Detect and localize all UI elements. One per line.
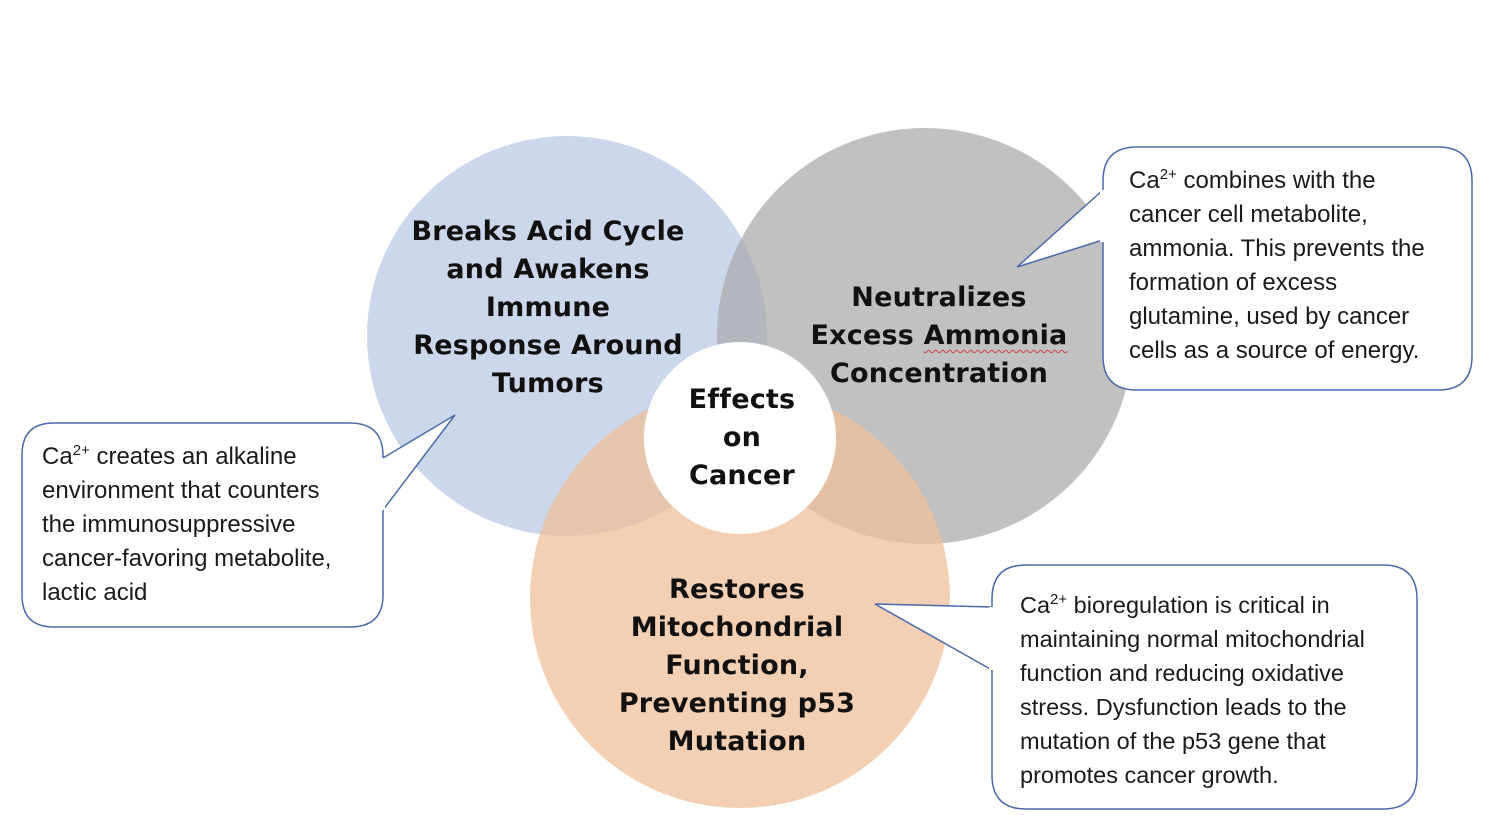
label-line: Mutation	[667, 726, 807, 757]
label-line: Effects	[688, 384, 796, 415]
label-line: Immune	[485, 292, 611, 323]
circle-acid-label: Breaks Acid Cycle and Awakens Immune Res…	[398, 213, 698, 403]
callout-line-text: bioregulation is critical in	[1067, 592, 1330, 618]
label-line: Cancer	[688, 460, 796, 491]
ion-symbol: Ca	[1020, 592, 1051, 618]
callout-line: function and reducing oxidative	[1020, 660, 1344, 686]
circle-ammonia-label: Neutralizes Excess Ammonia Concentration	[789, 279, 1089, 393]
callout-ammonia-pointer	[1016, 189, 1104, 268]
ion-charge: 2+	[1159, 166, 1177, 183]
center-label: Effects on Cancer	[660, 381, 824, 495]
callout-line: environment that counters	[42, 477, 320, 504]
callout-line-text: combines with the	[1176, 167, 1376, 194]
callout-acid-pointer	[382, 414, 456, 511]
callout-acid-box	[21, 422, 384, 628]
label-line: Response Around	[413, 330, 683, 361]
label-line: Concentration	[829, 358, 1049, 389]
label-line: and Awakens	[446, 254, 650, 285]
callout-line: cancer-favoring metabolite,	[42, 545, 332, 572]
callout-line-text: creates an alkaline	[89, 443, 297, 470]
callout-line: stress. Dysfunction leads to the	[1020, 694, 1347, 720]
label-line: Breaks Acid Cycle	[411, 216, 685, 247]
label-line: Restores	[669, 574, 805, 605]
callout-line: ammonia. This prevents the	[1129, 235, 1425, 262]
spellcheck-word: Ammonia	[923, 320, 1068, 351]
callout-acid-text: Ca2+ creates an alkaline environment tha…	[42, 440, 382, 610]
label-line: Function,	[665, 650, 809, 681]
ion-charge: 2+	[1050, 591, 1068, 608]
callout-ammonia-box	[1102, 146, 1473, 391]
callout-mito-box	[991, 564, 1418, 810]
label-line: Tumors	[492, 368, 604, 399]
callout-line: formation of excess	[1129, 269, 1338, 296]
circle-mito-label: Restores Mitochondrial Function, Prevent…	[587, 571, 887, 761]
callout-ammonia-text: Ca2+ combines with the cancer cell metab…	[1129, 164, 1469, 368]
callout-mito-text: Ca2+ bioregulation is critical in mainta…	[1020, 588, 1415, 792]
label-ammonia-line: Excess Ammonia	[810, 320, 1068, 351]
callout-line: cells as a source of energy.	[1129, 337, 1420, 364]
callout-mito-pointer	[874, 603, 993, 671]
circle-mitochondrial	[530, 388, 950, 808]
callout-line: maintaining normal mitochondrial	[1020, 626, 1365, 652]
label-line: on	[722, 422, 762, 453]
callout-line: promotes cancer growth.	[1020, 762, 1279, 788]
ion-symbol: Ca	[1129, 167, 1160, 194]
label-line: Preventing p53	[618, 688, 856, 719]
center-circle	[644, 342, 836, 534]
callout-line: lactic acid	[42, 579, 148, 606]
label-line: Neutralizes	[851, 282, 1027, 313]
label-line: Mitochondrial	[630, 612, 844, 643]
callout-line: mutation of the p53 gene that	[1020, 728, 1326, 754]
callout-line: Ca2+ bioregulation is critical in	[1020, 588, 1415, 622]
ion-symbol: Ca	[42, 443, 73, 470]
callout-line: glutamine, used by cancer	[1129, 303, 1410, 330]
callout-line: Ca2+ creates an alkaline	[42, 440, 382, 474]
callout-line: cancer cell metabolite,	[1129, 201, 1368, 228]
ion-charge: 2+	[72, 442, 90, 459]
callout-line: the immunosuppressive	[42, 511, 296, 538]
label-line: Excess Ammonia	[789, 317, 1089, 355]
callout-line: Ca2+ combines with the	[1129, 164, 1469, 198]
